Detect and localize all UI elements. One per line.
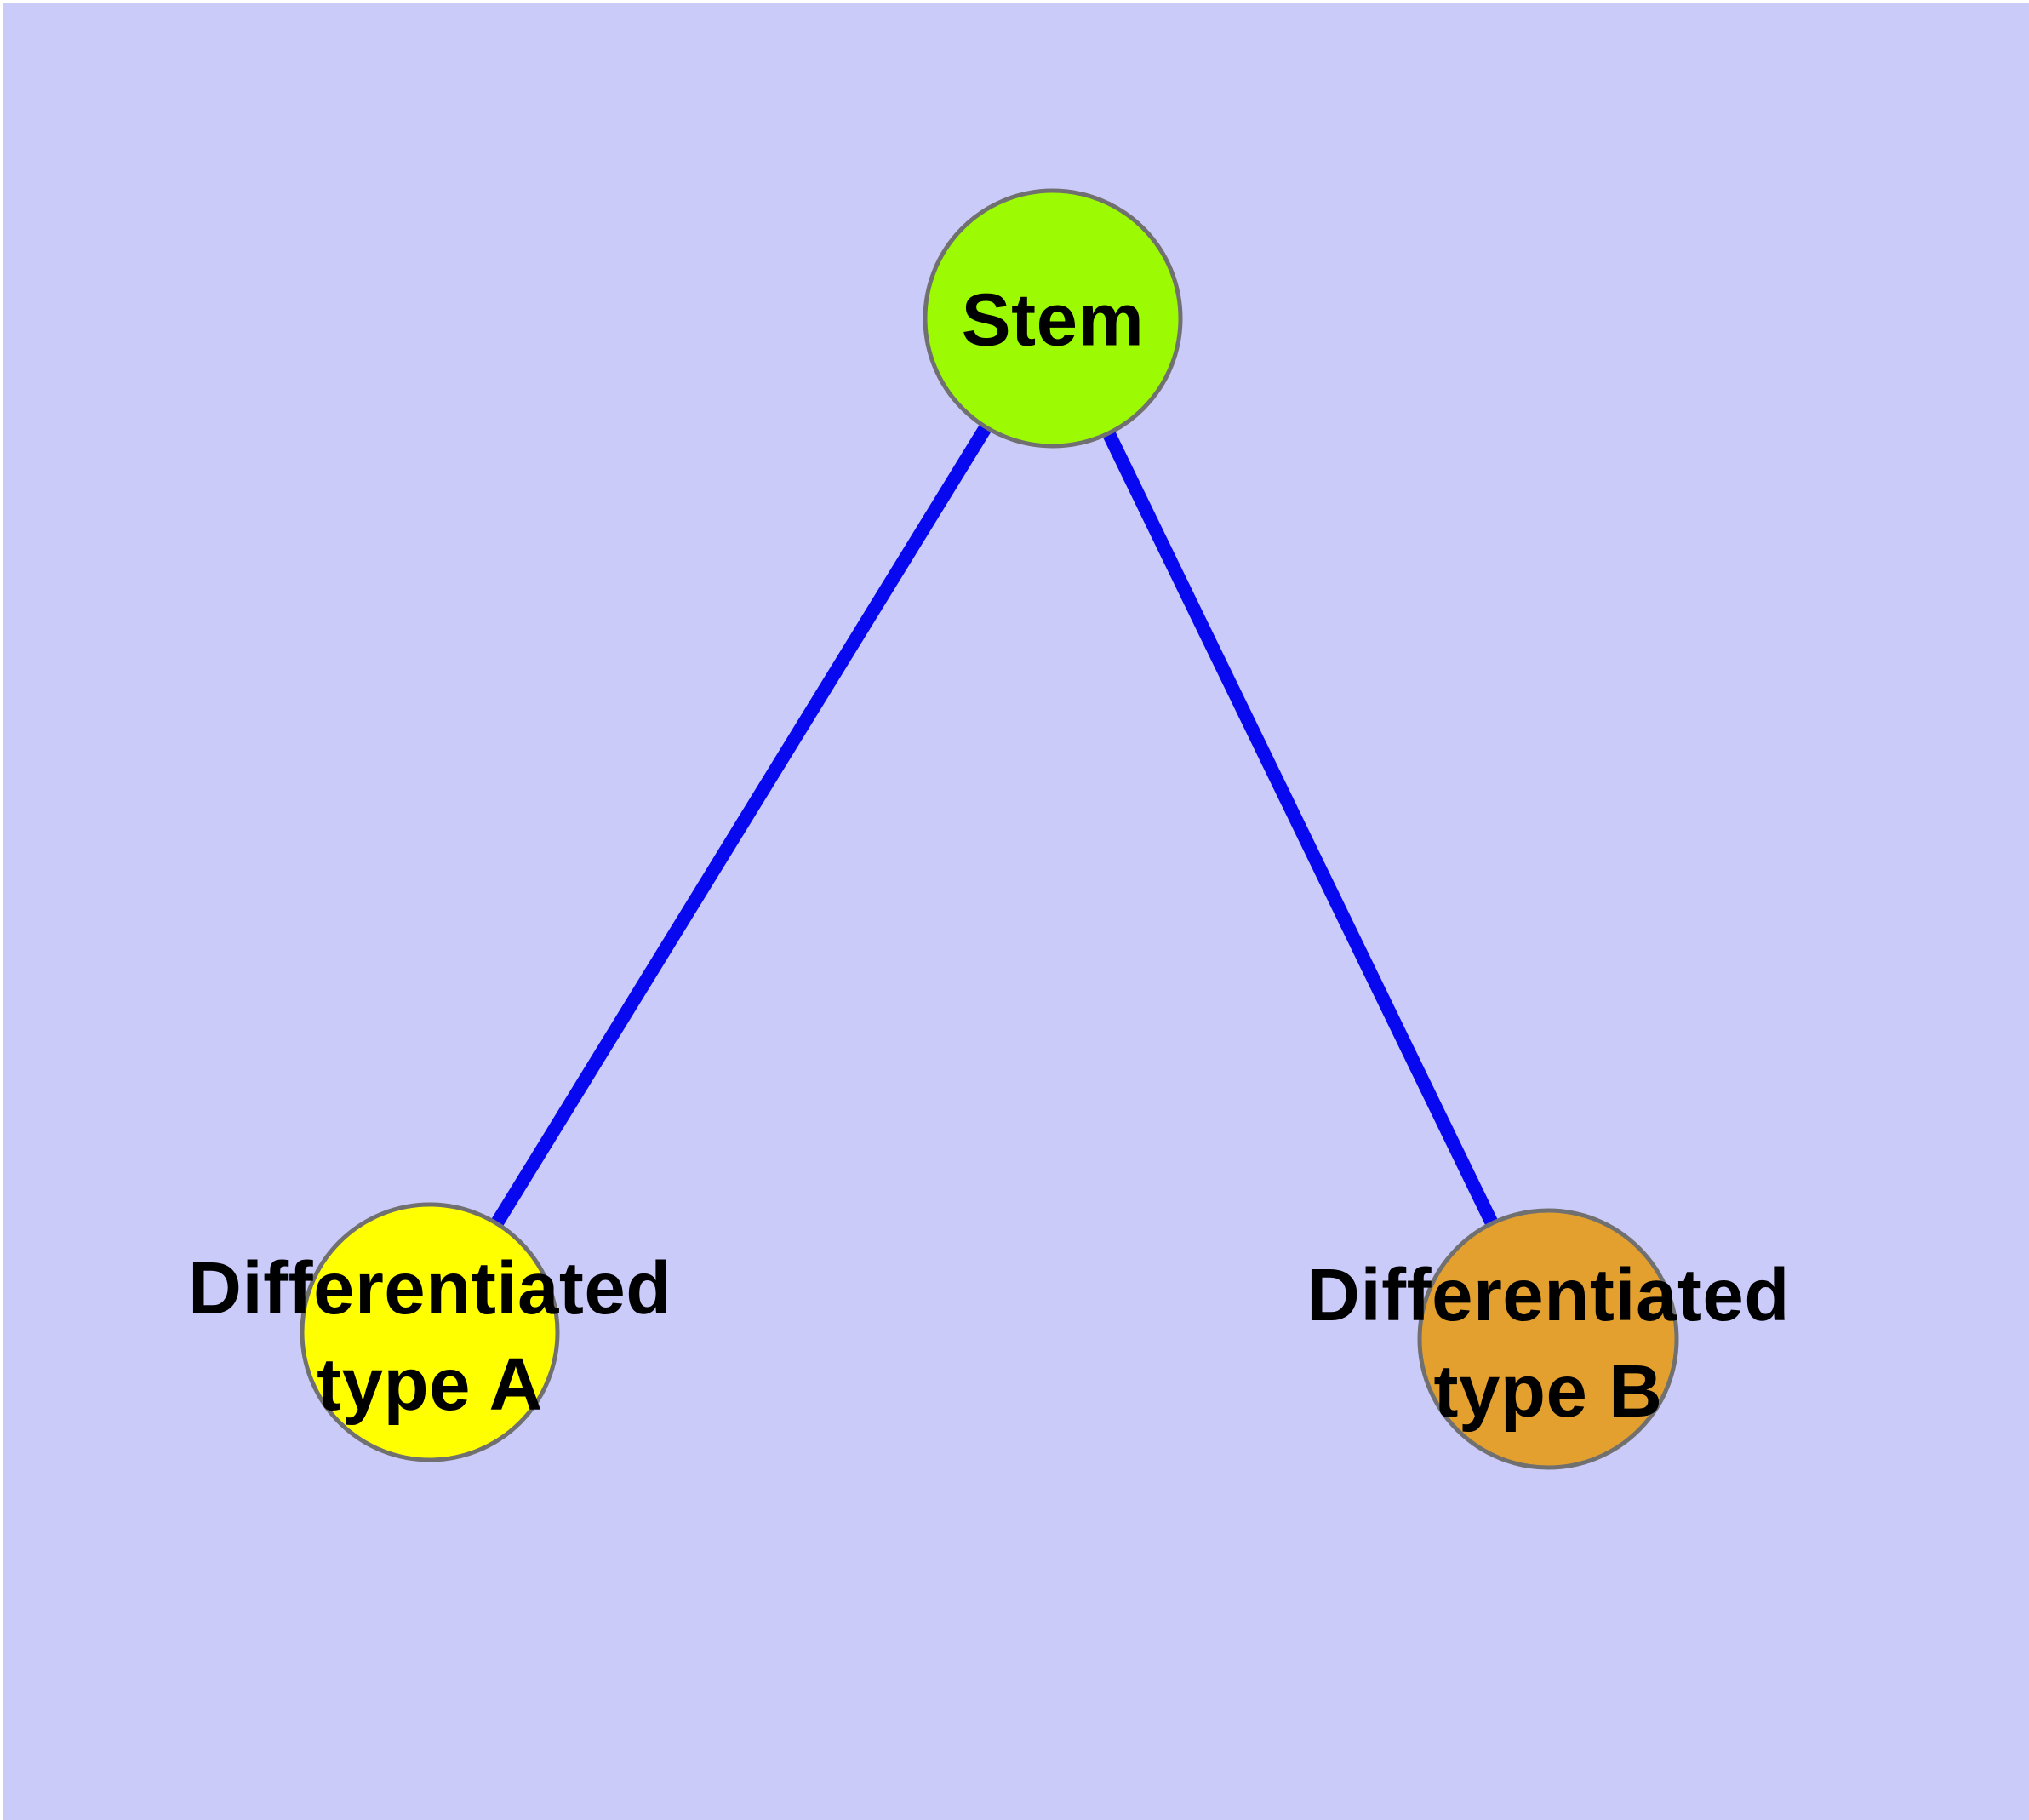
edge-stem-to-type-a <box>424 314 1059 1336</box>
node-differentiated-type-a-circle <box>300 1202 560 1462</box>
node-stem-circle <box>923 188 1183 449</box>
edge-stem-to-type-b <box>1046 315 1555 1342</box>
node-differentiated-type-b-circle <box>1417 1208 1679 1470</box>
